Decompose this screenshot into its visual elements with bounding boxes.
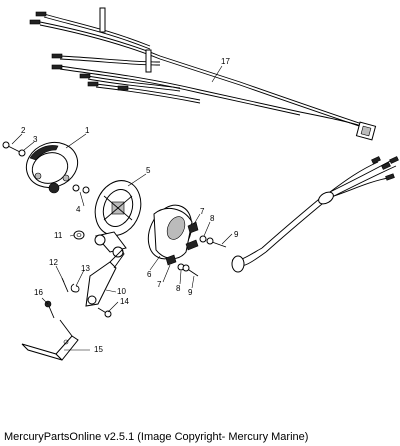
part-7-grommet-upper (187, 221, 199, 234)
callout-15: 15 (94, 345, 103, 354)
link-arm (94, 231, 127, 258)
callout-17: 17 (221, 57, 230, 66)
part-10-lever (85, 249, 125, 307)
part-14-screw (97, 307, 112, 318)
exploded-parts-diagram: 1 2 3 4 5 6 7 8 9 7 8 9 10 11 12 13 14 1… (2, 7, 399, 361)
callout-7b: 7 (157, 280, 162, 289)
part-1-trigger-plate (25, 141, 79, 194)
part-9-screw-upper (206, 237, 227, 248)
callout-labels: 1 2 3 4 5 6 7 8 9 7 8 9 10 11 12 13 14 1… (21, 57, 239, 354)
callout-4: 4 (76, 205, 81, 214)
callout-13: 13 (81, 264, 90, 273)
callout-9a: 9 (234, 230, 239, 239)
callout-8b: 8 (176, 284, 181, 293)
callout-5: 5 (146, 166, 151, 175)
copyright-caption: MercuryPartsOnline v2.5.1 (Image Copyrig… (4, 431, 309, 443)
callout-7a: 7 (200, 207, 205, 216)
part-11-washer (73, 230, 85, 240)
part-8-washer-upper (199, 235, 207, 243)
callout-11: 11 (54, 231, 63, 240)
callout-9b: 9 (188, 288, 193, 297)
callout-14: 14 (120, 297, 129, 306)
part-13-clip (70, 283, 80, 293)
callout-10: 10 (117, 287, 126, 296)
callout-16: 16 (34, 288, 43, 297)
part-5-rotor (94, 180, 142, 236)
stator-lead-bundle (231, 156, 399, 273)
callout-12: 12 (49, 258, 58, 267)
callout-1: 1 (85, 126, 90, 135)
part-4-nut (72, 184, 90, 194)
callout-8a: 8 (210, 214, 215, 223)
part-9-screw-lower (182, 264, 199, 277)
callout-2: 2 (21, 126, 26, 135)
part-7-grommet-lower (165, 254, 177, 266)
part-15-bracket (21, 319, 79, 361)
wiring-harness (29, 7, 377, 141)
callout-6: 6 (147, 270, 152, 279)
part-16-screw (44, 300, 55, 319)
part-6-stator (147, 204, 199, 260)
part-2-screw (2, 141, 21, 153)
callout-3: 3 (33, 135, 38, 144)
leader-lines (11, 65, 233, 351)
part-3-washer (18, 149, 26, 157)
